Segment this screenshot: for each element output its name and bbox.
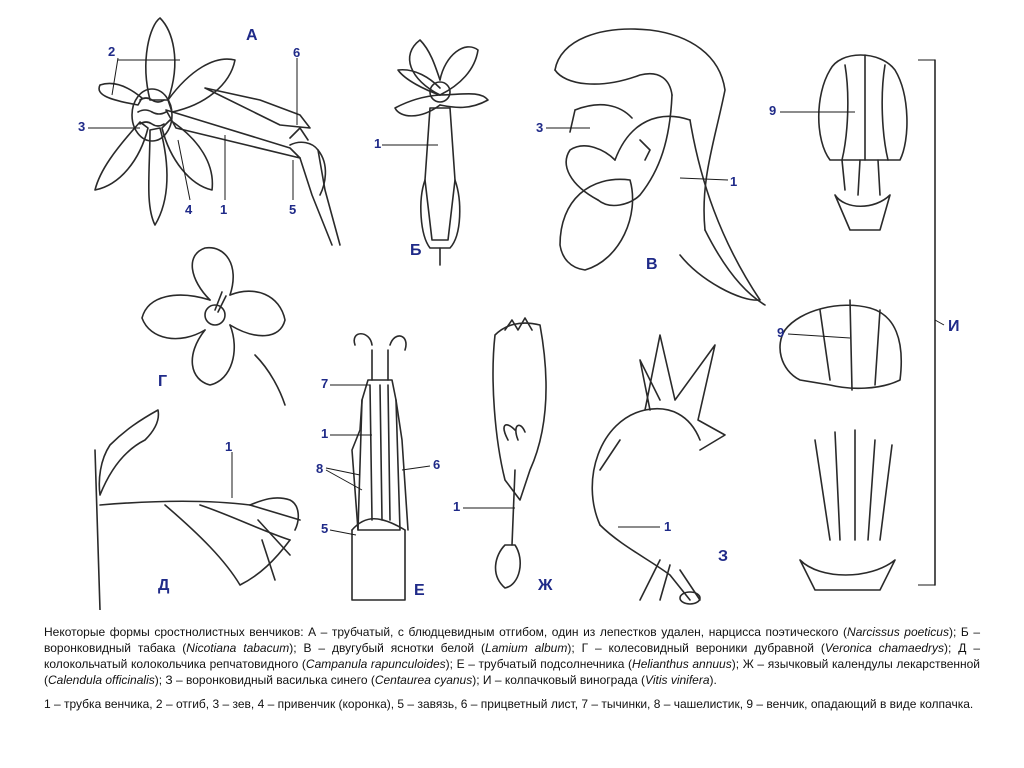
species-name: Vitis vinifera [645, 673, 710, 687]
label-1-a: 1 [220, 202, 228, 217]
flower-figure: А Б В Г Д Е Ж З И 2 3 4 1 6 5 1 3 1 1 7 … [78, 17, 960, 611]
leader-lines [88, 57, 945, 586]
letter-d: Д [158, 577, 170, 594]
label-6-e: 6 [433, 457, 441, 472]
caption-text: ); В – двугубый яснотки белой ( [289, 641, 486, 655]
drawing-narcissus [94, 17, 341, 246]
label-8-e: 8 [316, 461, 324, 476]
caption-description: Некоторые формы сростнолистных венчиков:… [44, 624, 980, 688]
caption-text: ); И – колпачковый винограда ( [472, 673, 646, 687]
figure-caption: Некоторые формы сростнолистных венчиков:… [44, 624, 980, 720]
drawing-helianthus [351, 332, 409, 601]
label-1-z: 1 [664, 519, 672, 534]
label-6-a: 6 [293, 45, 301, 60]
species-name: Lamium album [485, 641, 568, 655]
letter-i: И [948, 318, 960, 335]
letter-e: Е [414, 582, 425, 599]
species-name: Helianthus annuus [632, 657, 732, 671]
botanical-drawings [94, 17, 936, 611]
caption-legend: 1 – трубка венчика, 2 – отгиб, 3 – зев, … [44, 697, 974, 711]
caption-text: ); Д – колокольчатый колокольчика репчат… [44, 641, 980, 671]
label-9-i-mid: 9 [777, 325, 785, 340]
caption-text: ); Б – воронковидный табака ( [44, 625, 980, 655]
species-name: Centaurea cyanus [374, 673, 473, 687]
species-name: Narcissus poeticus [847, 625, 949, 639]
label-1-e: 1 [321, 426, 329, 441]
caption-text: ); З – воронковидный василька синего ( [154, 673, 375, 687]
species-name: Veronica chamaedrys [824, 641, 945, 655]
species-name: Campanula rapunculoides [305, 657, 446, 671]
label-2-a: 2 [108, 44, 116, 59]
label-1-d: 1 [225, 439, 233, 454]
letter-zh: Ж [538, 577, 553, 594]
letter-g: Г [158, 373, 168, 390]
label-1-v: 1 [730, 174, 738, 189]
caption-text: Некоторые формы сростнолистных венчиков:… [44, 625, 848, 639]
species-name: Calendula officinalis [48, 673, 155, 687]
letter-z: З [718, 548, 729, 565]
drawing-tobacco [394, 39, 489, 266]
label-4-a: 4 [185, 202, 193, 217]
label-1-zh: 1 [453, 499, 461, 514]
label-9-i-top: 9 [769, 103, 777, 118]
species-name: Nicotiana tabacum [186, 641, 290, 655]
label-7-e: 7 [321, 376, 329, 391]
letter-b: Б [410, 242, 422, 259]
letter-v: В [646, 256, 658, 273]
drawing-centaurea [591, 334, 726, 605]
label-1-b: 1 [374, 136, 382, 151]
drawing-calendula [492, 317, 547, 589]
caption-text: ); Ж – язычковый календулы лекарственной… [44, 657, 981, 687]
caption-text: ); Г – колесовидный вероники дубравной ( [567, 641, 825, 655]
label-5-e: 5 [321, 521, 329, 536]
label-3-a: 3 [78, 119, 86, 134]
drawing-lamium [554, 28, 766, 306]
drawing-vitis [779, 54, 936, 591]
caption-text: ). [709, 673, 717, 687]
label-3-v: 3 [536, 120, 544, 135]
letter-a: А [246, 27, 258, 44]
drawing-campanula [94, 409, 301, 611]
drawing-veronica [141, 247, 286, 406]
caption-text: ); Е – трубчатый подсолнечника ( [445, 657, 633, 671]
label-5-a: 5 [289, 202, 297, 217]
